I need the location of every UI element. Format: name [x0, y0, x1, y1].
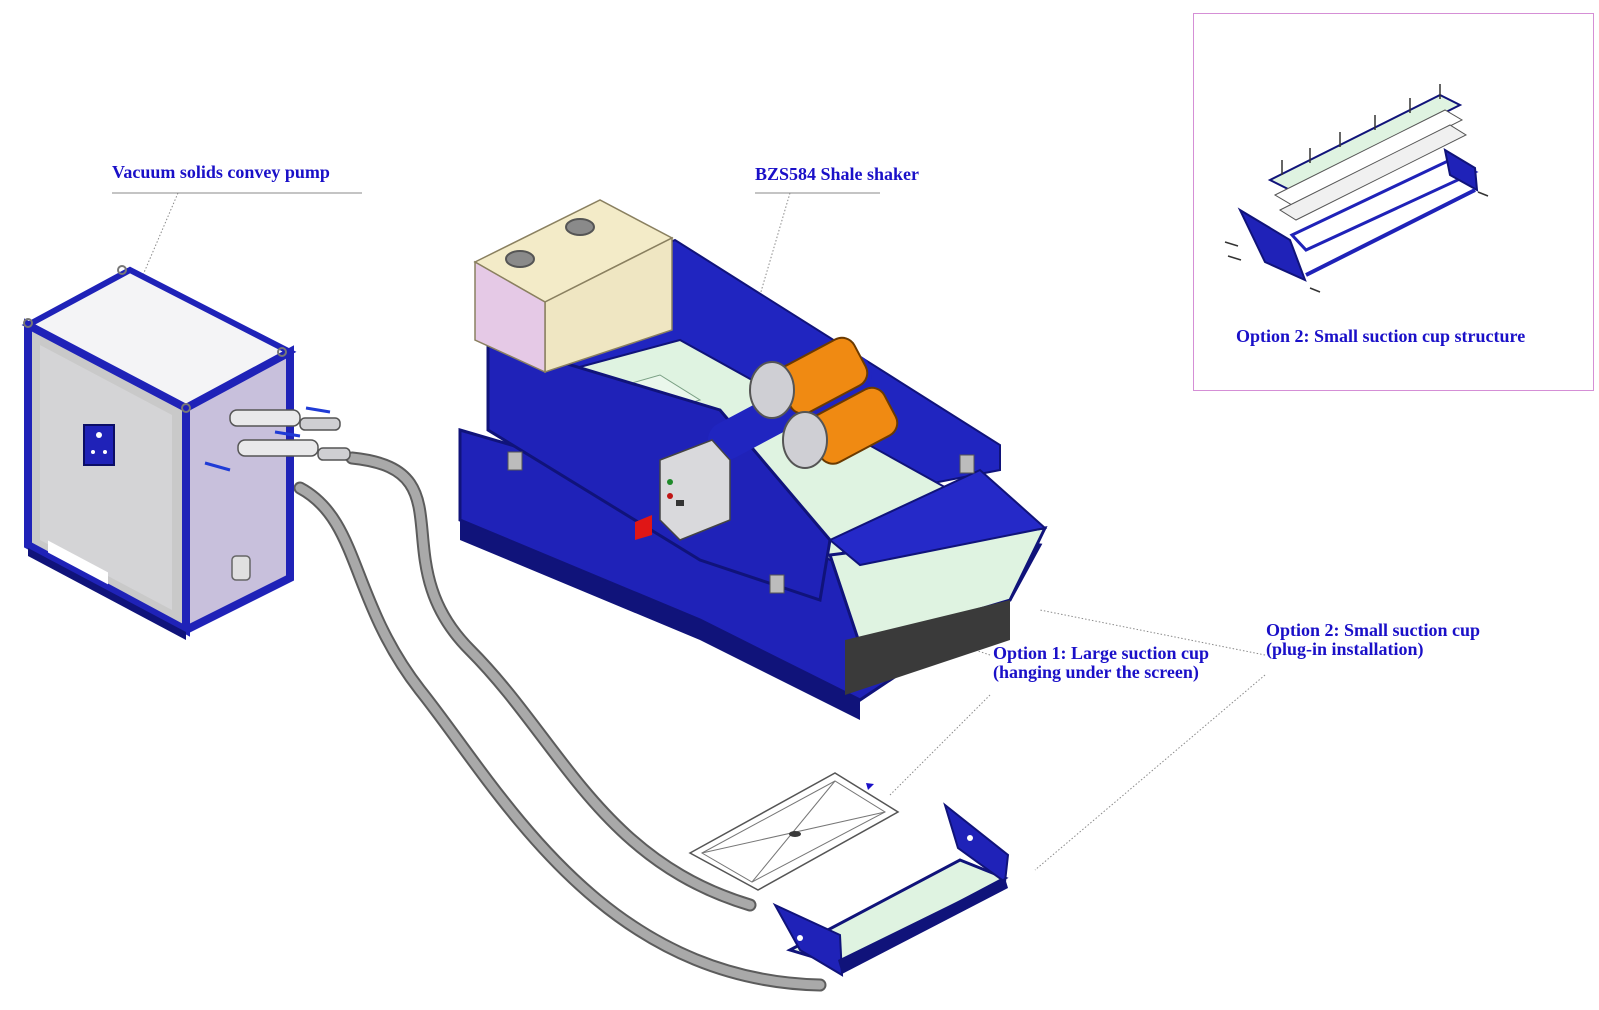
option2-leader-line — [1034, 674, 1266, 871]
option2-label-line2: (plug-in installation) — [1266, 639, 1424, 659]
inset-caption: Option 2: Small suction cup structure — [1236, 326, 1526, 346]
shaker-label: BZS584 Shale shaker — [755, 164, 920, 184]
pump-valves — [204, 406, 351, 472]
shale-shaker — [458, 199, 1048, 720]
inset-frame — [1193, 13, 1594, 391]
option1-leader-line — [889, 694, 991, 796]
small-suction-cup — [772, 802, 1010, 977]
large-suction-cup — [688, 772, 900, 891]
vacuum-pump — [21, 265, 351, 640]
vibrator-motors — [707, 336, 899, 469]
inset-structure-illustration — [1224, 84, 1489, 293]
hoses — [293, 451, 827, 992]
option1-label-line1: Option 1: Large suction cup — [993, 643, 1210, 663]
pump-control-panel — [83, 424, 115, 466]
shaker-leader-line — [759, 192, 791, 296]
shaker-control-box — [659, 439, 731, 541]
option1-label: Option 1: Large suction cup (hanging und… — [993, 644, 1209, 682]
pump-label: Vacuum solids convey pump — [112, 162, 330, 182]
pump-leader-line — [139, 192, 179, 283]
option2-label: Option 2: Small suction cup (plug-in ins… — [1266, 621, 1480, 659]
option1-label-line2: (hanging under the screen) — [993, 662, 1199, 682]
shaker-springs — [507, 451, 975, 594]
option2-label-line1: Option 2: Small suction cup — [1266, 620, 1481, 640]
